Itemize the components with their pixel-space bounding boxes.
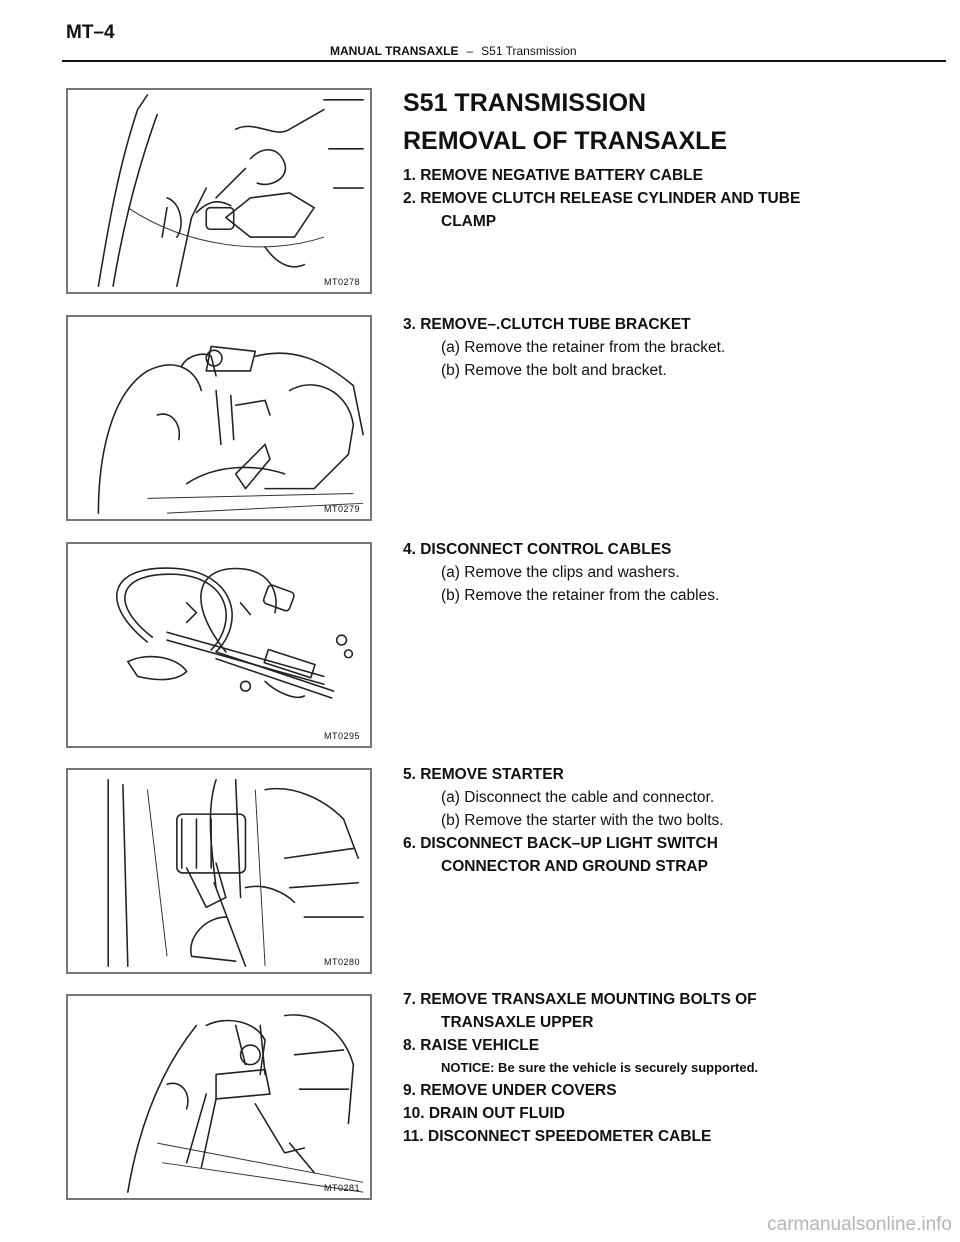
header-section: MANUAL TRANSAXLE xyxy=(330,44,459,58)
step-3a: (a) Remove the retainer from the bracket… xyxy=(441,339,726,356)
section-title: S51 TRANSMISSION xyxy=(403,89,647,117)
illustration-transaxle-mounting-bolts xyxy=(127,1014,364,1193)
step-2-line: 2. REMOVE CLUTCH RELEASE CYLINDER AND TU… xyxy=(403,190,801,207)
page-number: MT–4 xyxy=(66,22,115,43)
header-separator: – xyxy=(466,44,474,58)
step-6: 6. DISCONNECT BACK–UP LIGHT SWITCH CONNE… xyxy=(403,832,923,878)
figure-clutch-tube-bracket: MT0279 xyxy=(66,315,372,521)
step-4-block: 4. DISCONNECT CONTROL CABLES (a) Remove … xyxy=(403,538,923,607)
step-4b: (b) Remove the retainer from the cables. xyxy=(441,587,720,604)
step-3-block: 3. REMOVE–.CLUTCH TUBE BRACKET (a) Remov… xyxy=(403,313,923,382)
step-4a: (a) Remove the clips and washers. xyxy=(441,564,680,581)
step-7-continuation: TRANSAXLE UPPER xyxy=(441,1014,594,1031)
step-5a: (a) Disconnect the cable and connector. xyxy=(441,789,715,806)
figure-control-cables: MT0295 xyxy=(66,542,372,748)
step-3: 3. REMOVE–.CLUTCH TUBE BRACKET xyxy=(403,316,691,333)
figure-clutch-release-cylinder: MT0278 xyxy=(66,88,372,294)
section-heading-block: S51 TRANSMISSION REMOVAL OF TRANSAXLE 1.… xyxy=(403,84,923,233)
header-subsection: S51 Transmission xyxy=(481,44,577,58)
step-6-continuation: CONNECTOR AND GROUND STRAP xyxy=(441,858,708,875)
figure-code: MT0280 xyxy=(323,957,360,967)
illustration-starter xyxy=(107,779,364,967)
figure-code: MT0278 xyxy=(323,277,360,287)
step-6-line: 6. DISCONNECT BACK–UP LIGHT SWITCH xyxy=(403,835,718,852)
step-1: 1. REMOVE NEGATIVE BATTERY CABLE xyxy=(403,167,703,184)
step-2-continuation: CLAMP xyxy=(441,213,497,230)
step-5: 5. REMOVE STARTER xyxy=(403,766,564,783)
step-5-6-block: 5. REMOVE STARTER (a) Disconnect the cab… xyxy=(403,763,923,878)
header-rule xyxy=(62,60,946,62)
illustration-control-cables xyxy=(116,567,354,699)
step-7-11-block: 7. REMOVE TRANSAXLE MOUNTING BOLTS OF TR… xyxy=(403,988,923,1148)
step-4: 4. DISCONNECT CONTROL CABLES xyxy=(403,541,672,558)
figure-code: MT0295 xyxy=(323,731,360,741)
running-header: MANUAL TRANSAXLE–S51 Transmission xyxy=(330,44,577,58)
illustration-clutch-release-cylinder xyxy=(97,94,364,287)
illustration-clutch-tube-bracket xyxy=(97,345,364,514)
step-8: 8. RAISE VEHICLE xyxy=(403,1037,540,1054)
step-9: 9. REMOVE UNDER COVERS xyxy=(403,1082,617,1099)
figure-code: MT0279 xyxy=(323,504,360,514)
step-8-notice: NOTICE: Be sure the vehicle is securely … xyxy=(441,1060,759,1075)
procedure-title: REMOVAL OF TRANSAXLE xyxy=(403,127,728,155)
figure-code: MT0281 xyxy=(323,1183,360,1193)
step-7: 7. REMOVE TRANSAXLE MOUNTING BOLTS OF TR… xyxy=(403,988,923,1034)
step-10: 10. DRAIN OUT FLUID xyxy=(403,1105,565,1122)
figure-starter: MT0280 xyxy=(66,768,372,974)
step-2: 2. REMOVE CLUTCH RELEASE CYLINDER AND TU… xyxy=(403,187,923,233)
step-11: 11. DISCONNECT SPEEDOMETER CABLE xyxy=(403,1128,712,1145)
step-5b: (b) Remove the starter with the two bolt… xyxy=(441,812,724,829)
watermark: carmanualsonline.info xyxy=(767,1214,952,1235)
step-7-line: 7. REMOVE TRANSAXLE MOUNTING BOLTS OF xyxy=(403,991,757,1008)
figure-transaxle-mounting-bolts: MT0281 xyxy=(66,994,372,1200)
step-3b: (b) Remove the bolt and bracket. xyxy=(441,362,667,379)
